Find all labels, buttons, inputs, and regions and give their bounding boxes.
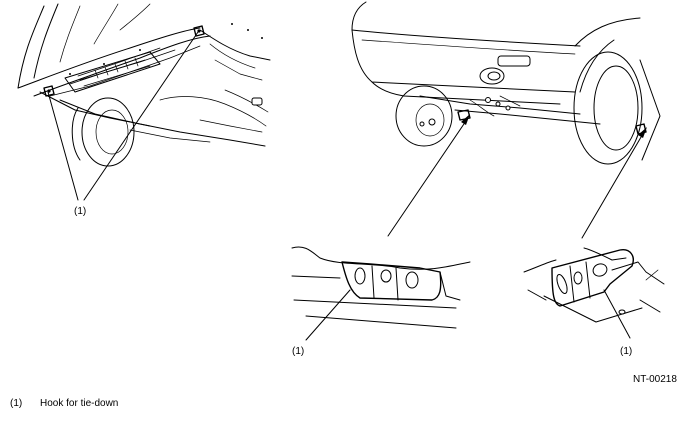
legend-number: (1) bbox=[10, 398, 23, 409]
callout-front: (1) bbox=[74, 206, 86, 217]
figure-code: NT-00218 bbox=[633, 374, 677, 385]
rear-left-hook-detail bbox=[291, 246, 471, 341]
legend: (1) Hook for tie-down bbox=[10, 398, 118, 409]
front-underbody-view bbox=[17, 3, 271, 201]
callout-rear-right: (1) bbox=[620, 346, 632, 357]
legend-text: Hook for tie-down bbox=[40, 398, 119, 409]
rear-right-hook-detail bbox=[523, 247, 665, 339]
callout-rear-left: (1) bbox=[292, 346, 304, 357]
rear-underbody-view bbox=[351, 1, 661, 239]
